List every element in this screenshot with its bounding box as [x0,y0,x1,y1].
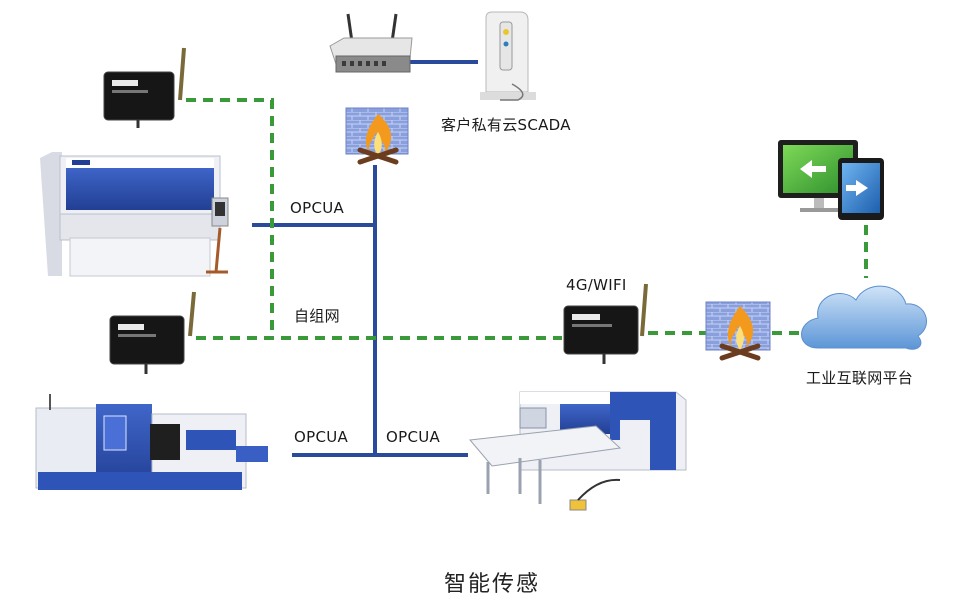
cloud-icon [801,285,927,350]
press-brake-icon [40,152,229,277]
gateway-icon [109,291,196,374]
firewall-icon [705,301,771,361]
diagram-caption: 智能传感 [444,572,541,597]
iiot-platform-label: 工业互联网平台 [806,369,914,387]
wireless-links [186,98,868,340]
opcua-left-label: OPCUA [294,428,349,446]
router-icon [329,13,413,73]
wireless-label: 4G/WIFI [566,276,627,294]
mesh-network-label: 自组网 [294,307,340,325]
opcua-right-label: OPCUA [386,428,441,446]
scada-label: 客户私有云SCADA [441,116,571,134]
gateway-icon [563,283,648,364]
monitor-tablet-icon [778,140,884,220]
firewall-icon [345,107,409,165]
opcua-top-label: OPCUA [290,199,345,217]
server-icon [480,11,536,101]
gateway-icon [103,47,186,128]
laser-cutter-icon [35,394,268,490]
punch-press-icon [469,391,687,511]
